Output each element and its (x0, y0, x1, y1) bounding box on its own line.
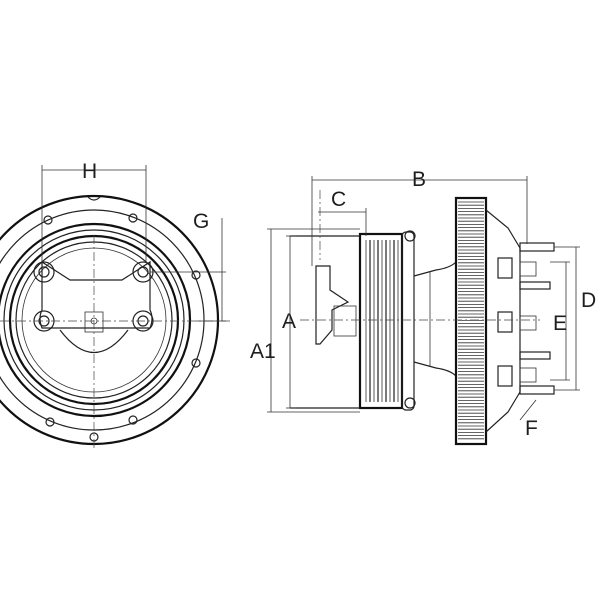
fan-disk (454, 196, 488, 446)
label-A1: A1 (250, 340, 276, 363)
side-bracket (315, 265, 350, 345)
front-mounting-plate (39, 260, 153, 329)
side-rear-drive (485, 209, 521, 433)
side-collar (401, 231, 415, 411)
front-ring-1 (0, 222, 192, 418)
mounting-studs (519, 242, 555, 395)
label-C: C (331, 188, 346, 211)
label-A: A (282, 310, 296, 333)
dimension-C (318, 208, 367, 236)
dimension-D (554, 246, 580, 391)
fan-fins (458, 201, 484, 440)
dimension-A1 (267, 228, 360, 413)
dimension-F-leader (519, 399, 537, 421)
drive-lugs (497, 257, 513, 387)
side-view (267, 176, 580, 446)
label-E: E (553, 312, 567, 335)
pulley-grooves (365, 240, 399, 402)
label-B: B (412, 168, 426, 191)
label-G: G (193, 210, 209, 233)
front-outer-flange (0, 194, 220, 446)
front-lower-arc (59, 329, 129, 354)
dimension-A (286, 235, 296, 409)
front-bolt-holes (43, 213, 201, 442)
dimension-H (41, 165, 147, 262)
label-D: D (581, 289, 596, 312)
dimension-G (150, 218, 226, 322)
front-view (0, 165, 230, 450)
side-front-housing (290, 235, 360, 409)
dimension-E (550, 261, 570, 381)
side-neck (413, 260, 457, 378)
label-F: F (525, 417, 538, 440)
dimension-B (311, 176, 528, 266)
front-top-notch (87, 196, 101, 201)
label-H: H (82, 160, 97, 183)
